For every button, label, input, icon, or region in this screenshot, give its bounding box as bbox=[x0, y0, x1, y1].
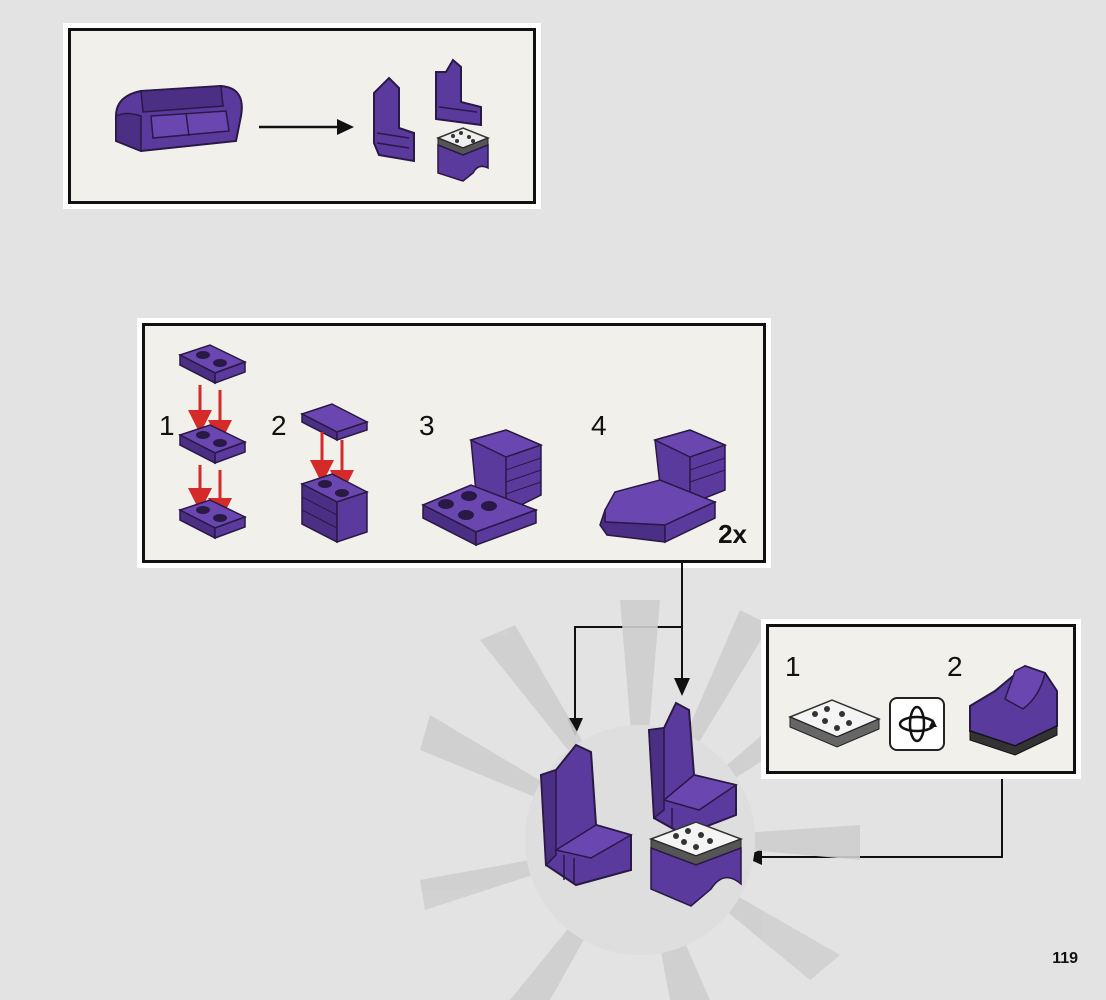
plate-top bbox=[178, 344, 247, 385]
final-chair-left bbox=[539, 743, 633, 887]
chess-table-small bbox=[435, 127, 491, 182]
page-number: 119 bbox=[1052, 950, 1078, 967]
final-chess-table bbox=[648, 821, 744, 907]
table-step-number-1: 1 bbox=[785, 651, 801, 682]
chessboard-tile bbox=[788, 699, 881, 748]
step4-chair-half bbox=[599, 429, 728, 544]
step1-plates bbox=[178, 344, 247, 540]
sub-step-number-1: 1 bbox=[159, 410, 175, 441]
final-chair-right bbox=[647, 701, 738, 837]
step3-assembly bbox=[421, 429, 544, 547]
table-base bbox=[969, 664, 1058, 756]
overview-panel bbox=[68, 28, 536, 204]
chair-model-small-2 bbox=[435, 58, 482, 127]
sub-step-number-4: 4 bbox=[591, 410, 607, 441]
quantity-label: 2x bbox=[718, 519, 747, 549]
table-step-number-2: 2 bbox=[947, 651, 963, 682]
sub-steps-panel: 1 2 3 4 bbox=[142, 323, 766, 563]
step2-tile bbox=[300, 403, 369, 544]
sub-step-number-3: 3 bbox=[419, 410, 435, 441]
sub-step-number-2: 2 bbox=[271, 410, 287, 441]
chair-model-small bbox=[373, 76, 415, 163]
sofa-model bbox=[115, 84, 243, 153]
rotate-icon bbox=[889, 697, 945, 751]
table-sub-steps-panel: 1 2 bbox=[766, 624, 1076, 774]
overview-arrow bbox=[259, 119, 354, 135]
plate-bottom bbox=[178, 499, 247, 540]
plate-middle bbox=[178, 424, 247, 465]
